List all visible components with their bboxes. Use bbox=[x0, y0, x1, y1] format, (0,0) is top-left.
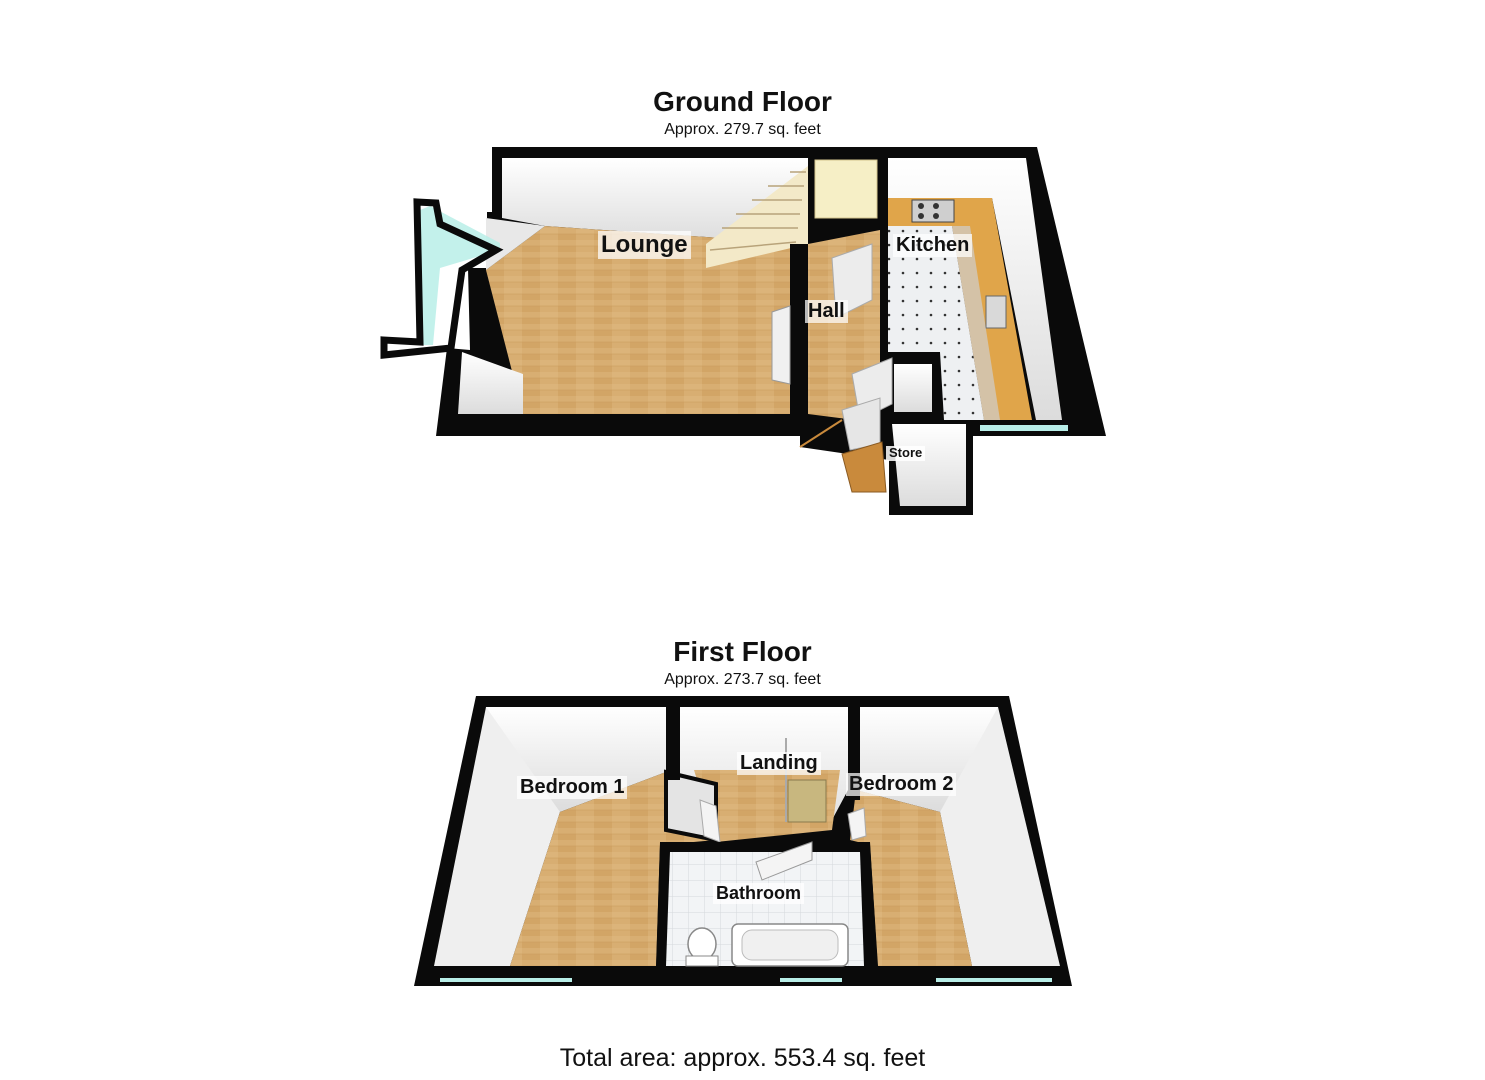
room-label-bedroom2: Bedroom 2 bbox=[846, 773, 957, 796]
hob-burners bbox=[918, 203, 939, 219]
stair-landing bbox=[814, 159, 878, 219]
lounge-left-wall bbox=[486, 218, 545, 270]
staircase-steps bbox=[709, 171, 806, 251]
kitchen-floor bbox=[884, 226, 984, 420]
total-area: Total area: approx. 553.4 sq. feet bbox=[559, 1044, 926, 1072]
room-label-store: Store bbox=[886, 445, 926, 461]
hall-door bbox=[771, 305, 791, 385]
bedroom2-right-wall bbox=[940, 707, 1060, 966]
room-label-kitchen: Kitchen bbox=[893, 234, 973, 257]
lounge-back-wall bbox=[502, 158, 808, 244]
sink bbox=[985, 295, 1007, 329]
bath-basin bbox=[741, 929, 839, 961]
toilet-cistern bbox=[685, 955, 719, 967]
room-label-lounge: Lounge bbox=[598, 231, 691, 259]
room-label-landing: Landing bbox=[737, 752, 821, 775]
hall-kitchen-wall bbox=[880, 158, 888, 352]
bay-window-frame bbox=[380, 198, 504, 359]
room-label-bathroom: Bathroom bbox=[713, 883, 804, 904]
kitchen-door bbox=[831, 243, 873, 319]
lounge-floor bbox=[486, 226, 808, 414]
hall-partition-wall bbox=[790, 244, 808, 414]
lounge-lower-left-wall bbox=[458, 352, 523, 414]
ground-floor-area: Approx. 279.7 sq. feet bbox=[664, 121, 821, 138]
bedroom2-door bbox=[847, 807, 867, 841]
store-room bbox=[892, 424, 966, 506]
staircase bbox=[706, 166, 808, 268]
first-floor-area: Approx. 273.7 sq. feet bbox=[664, 671, 821, 688]
landing-left-wall bbox=[666, 700, 680, 780]
front-door-step bbox=[799, 419, 843, 448]
first-floor-title: First Floor bbox=[673, 636, 812, 667]
kitchen-cabinets bbox=[952, 226, 1000, 420]
bedroom2-floor bbox=[850, 790, 972, 966]
room-label-bedroom1: Bedroom 1 bbox=[517, 776, 628, 799]
bathroom-door bbox=[755, 841, 813, 881]
kitchen-worktop bbox=[884, 198, 1032, 420]
bedroom1-left-wall bbox=[434, 707, 560, 966]
room-label-hall: Hall bbox=[805, 300, 848, 323]
ground-floor-title: Ground Floor bbox=[653, 86, 832, 117]
loft-hatch bbox=[787, 779, 827, 823]
toilet bbox=[687, 927, 717, 961]
cupboard-interior bbox=[894, 364, 932, 412]
kitchen-back-wall bbox=[884, 158, 1062, 420]
front-door bbox=[841, 441, 887, 493]
